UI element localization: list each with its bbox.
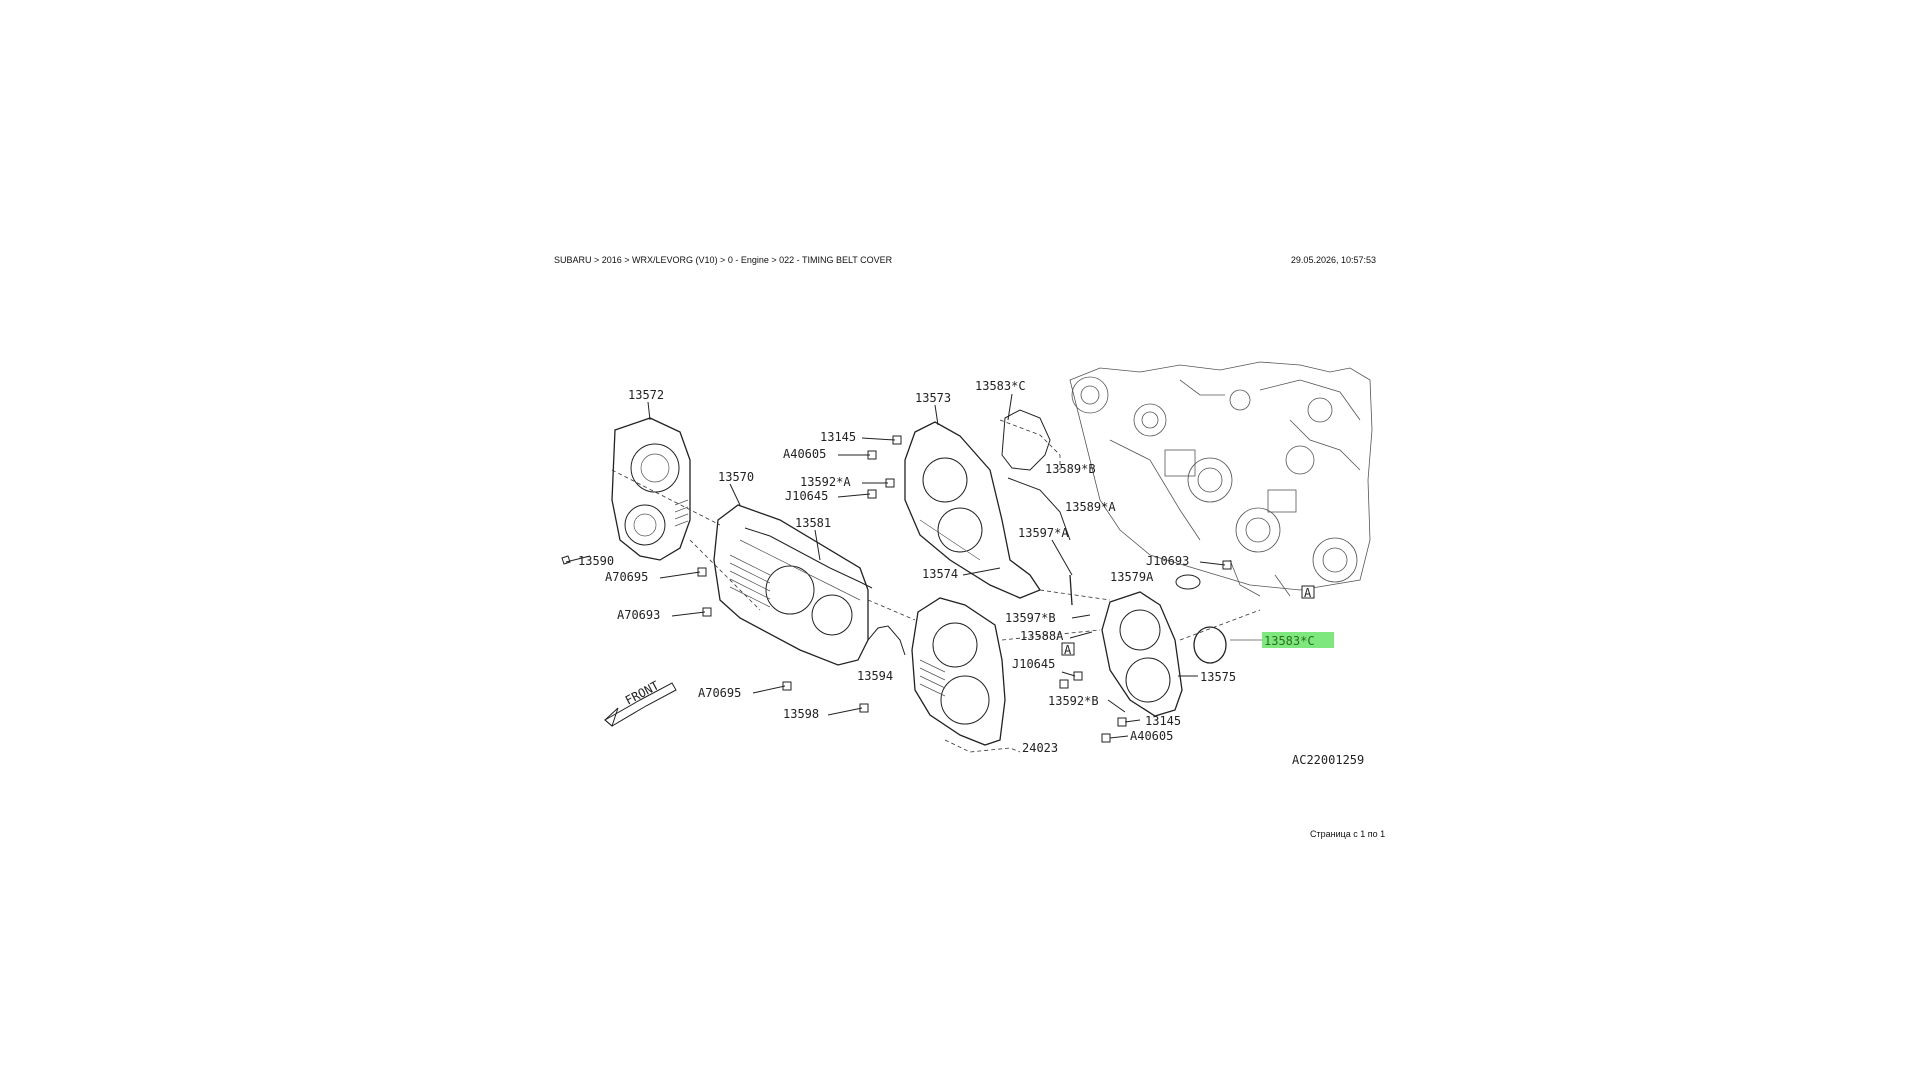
breadcrumb: SUBARU > 2016 > WRX/LEVORG (V10) > 0 - E…: [554, 255, 893, 265]
callout-13579a: 13579A: [1110, 570, 1154, 584]
callout-24023: 24023: [1022, 741, 1058, 755]
callout-a40605-bottom: A40605: [1130, 729, 1173, 743]
callout-a70693: A70693: [617, 608, 660, 622]
callout-13572: 13572: [628, 388, 664, 402]
callout-13589a: 13589*A: [1065, 500, 1116, 514]
callout-13145-top: 13145: [820, 430, 856, 444]
page-number-footer: Страница с 1 по 1: [1310, 829, 1386, 839]
front-direction-arrow: FRONT: [604, 678, 677, 727]
front-label: FRONT: [623, 678, 661, 707]
ref-box-a: [1061, 642, 1075, 656]
callout-13589b: 13589*B: [1045, 462, 1096, 476]
callout-13583c-highlighted[interactable]: 13583*C: [1264, 634, 1315, 648]
callout-a40605-top: A40605: [783, 447, 826, 461]
page-header: SUBARU > 2016 > WRX/LEVORG (V10) > 0 - E…: [554, 255, 1376, 271]
part-13581-seal: [744, 527, 873, 589]
figure-code: AC22001259: [1292, 753, 1364, 767]
part-13575-belt-cover-rh: [1101, 591, 1183, 717]
callout-13573: 13573: [915, 391, 951, 405]
highlighted-callout-bg: [1262, 632, 1334, 648]
callout-a70695-1: A70695: [605, 570, 648, 584]
part-24023-lower-cover: [911, 597, 1006, 746]
callout-13581: 13581: [795, 516, 831, 530]
engine-ref-a-label: A: [1304, 586, 1312, 600]
part-13589a-gasket: [1007, 477, 1071, 541]
part-13579a-plug: [1175, 574, 1201, 590]
callout-13588a: 13588A: [1020, 629, 1064, 643]
print-timestamp: 29.05.2026, 10:57:53: [1290, 255, 1376, 265]
part-13597a-tube: [1069, 574, 1073, 606]
callout-a70695-2: A70695: [698, 686, 741, 700]
callout-13592b: 13592*B: [1048, 694, 1099, 708]
callout-j10645-top: J10645: [785, 489, 828, 503]
part-13572-front-belt-cover: [611, 417, 691, 561]
callout-13590: 13590: [578, 554, 614, 568]
callout-j10693: J10693: [1146, 554, 1189, 568]
callout-13570: 13570: [718, 470, 754, 484]
part-13594-seal: [867, 625, 906, 656]
ref-box-a-label: A: [1064, 643, 1072, 657]
engine-ref-box-a: [1301, 585, 1315, 599]
part-13570-belt-cover-lh: [713, 504, 869, 666]
callout-13574: 13574: [922, 567, 958, 581]
callout-13575: 13575: [1200, 670, 1236, 684]
callout-13145-bottom: 13145: [1145, 714, 1181, 728]
engine-block-illustration: A: [1069, 361, 1373, 600]
callout-13583c-top: 13583*C: [975, 379, 1026, 393]
callout-13597b: 13597*B: [1005, 611, 1056, 625]
callout-j10645-bottom: J10645: [1012, 657, 1055, 671]
callout-13594: 13594: [857, 669, 893, 683]
callout-13597a: 13597*A: [1018, 526, 1069, 540]
part-13589b-gasket: [1001, 409, 1051, 471]
callout-13598: 13598: [783, 707, 819, 721]
callout-13592a: 13592*A: [800, 475, 851, 489]
part-13583c-oring: [1193, 626, 1227, 664]
